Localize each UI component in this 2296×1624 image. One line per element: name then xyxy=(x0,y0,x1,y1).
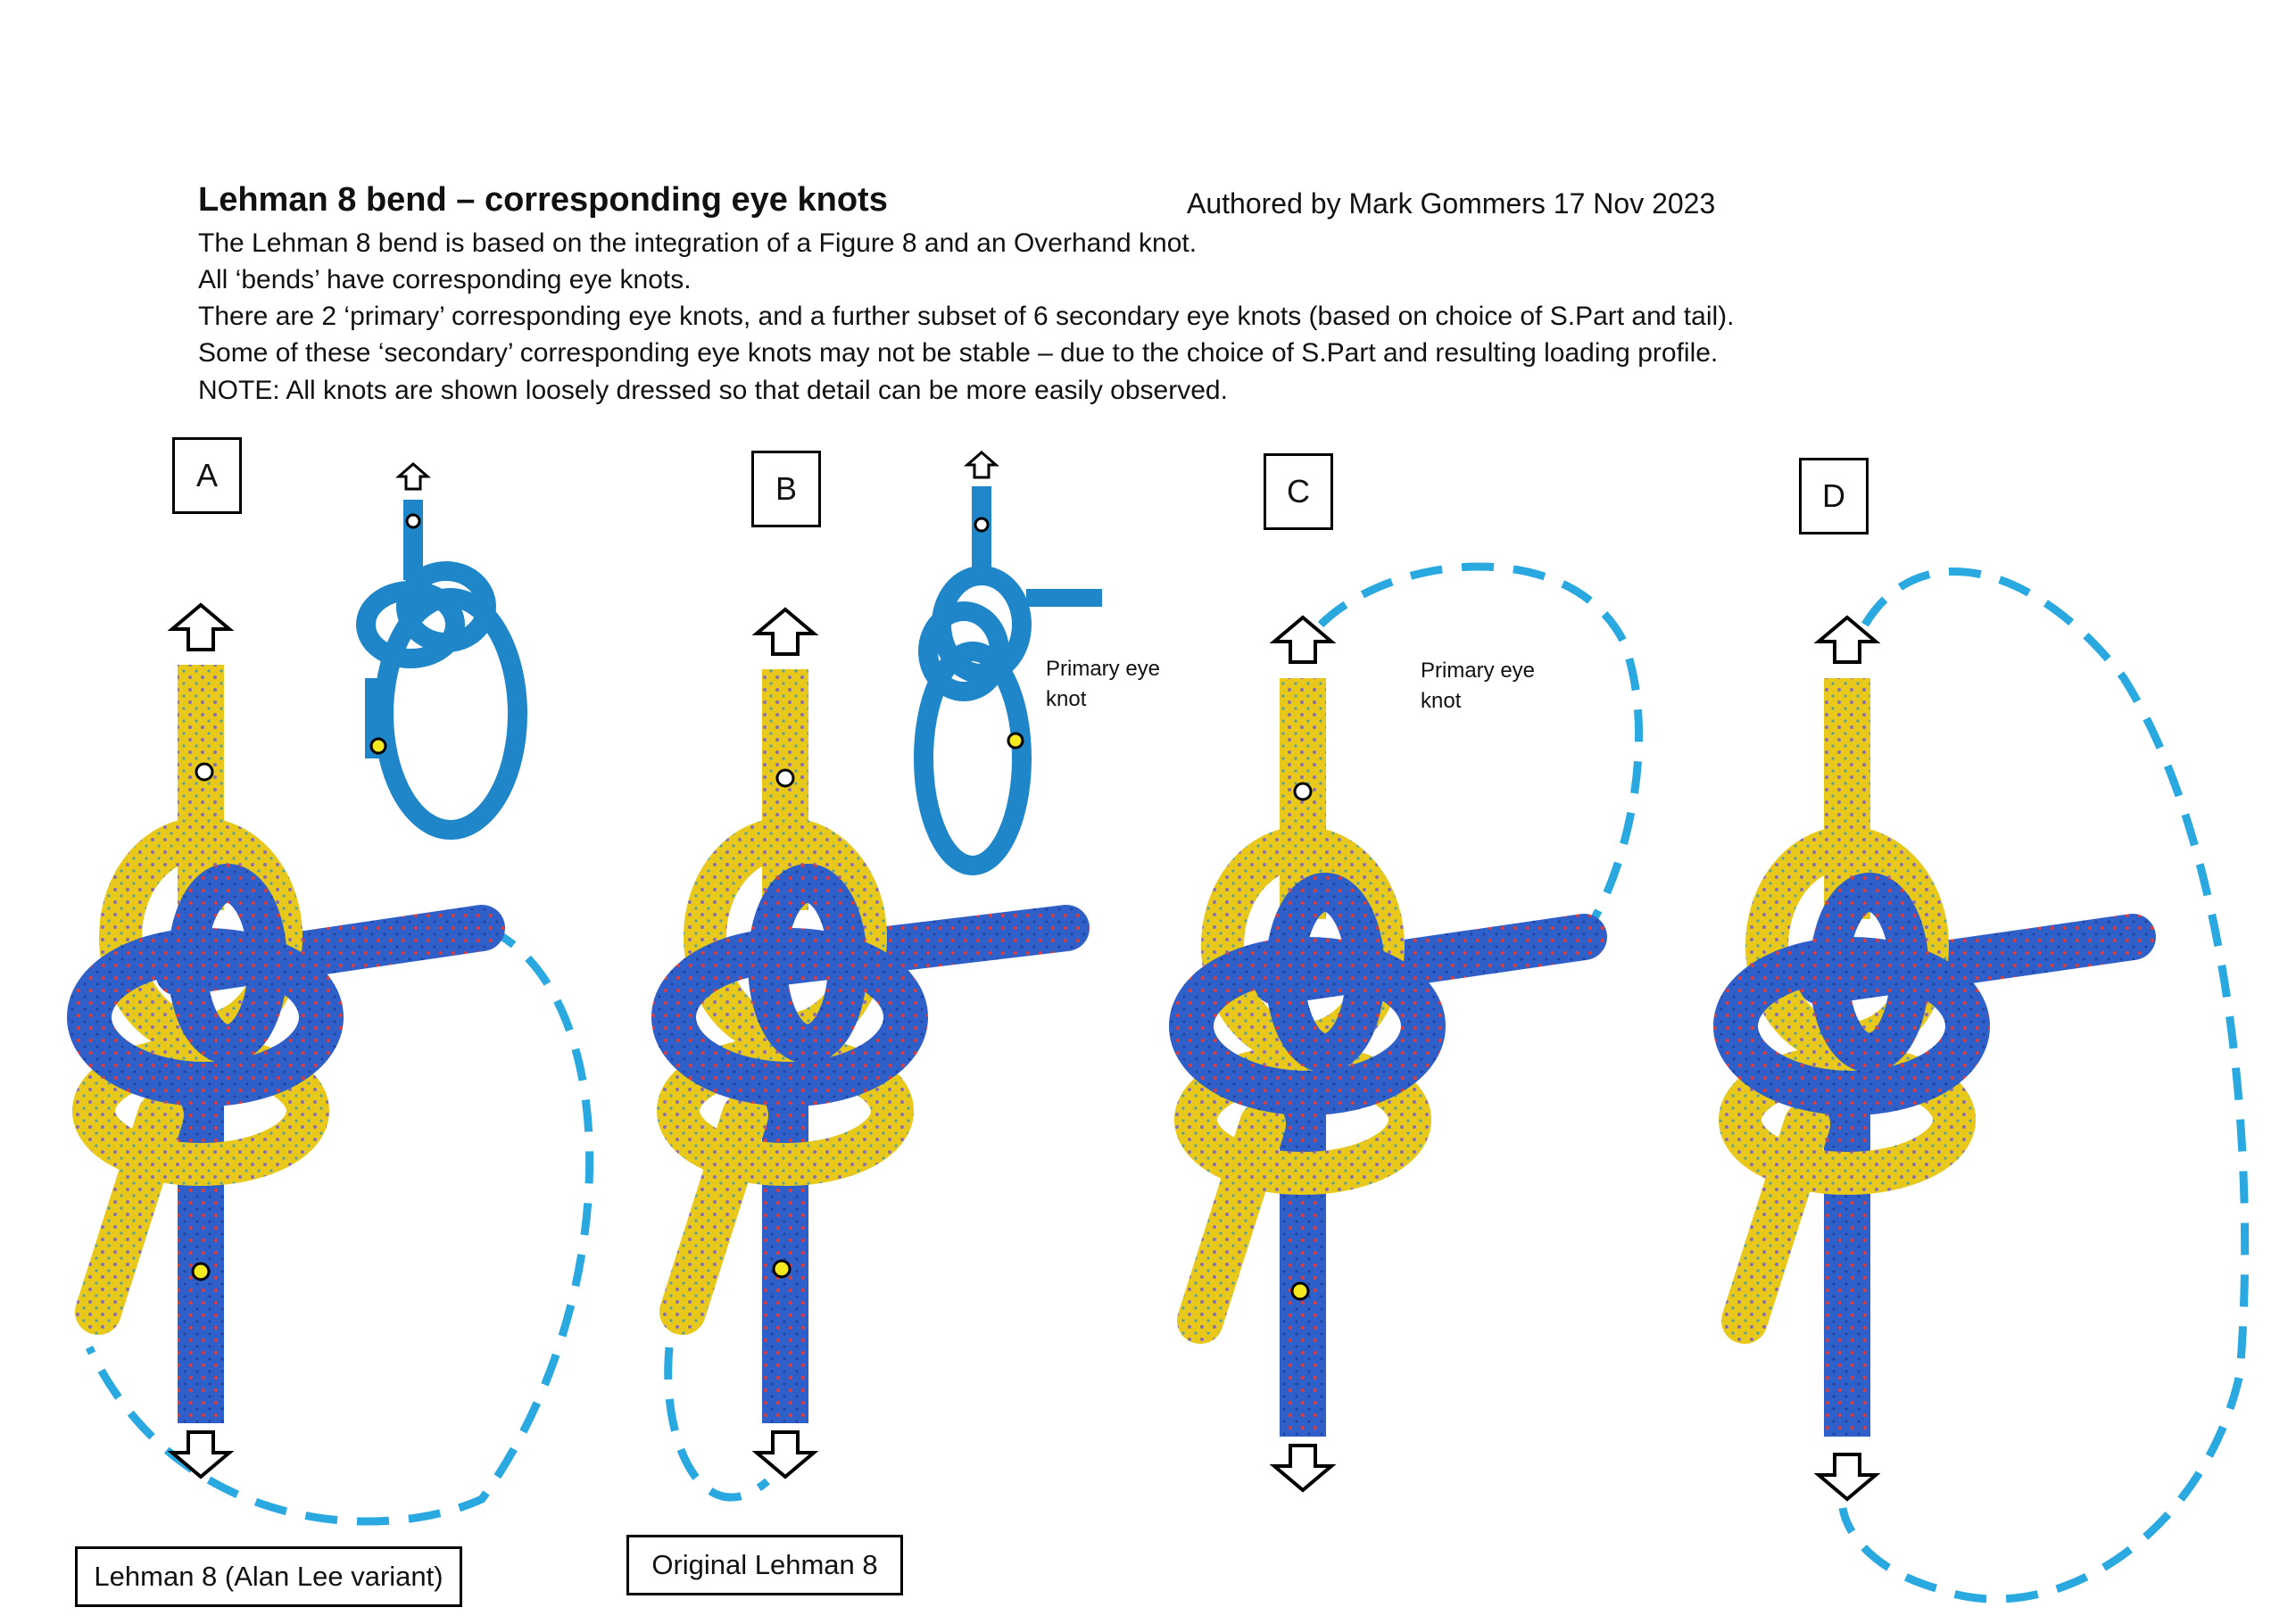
intro-line-4: Some of these ‘secondary’ corresponding … xyxy=(198,338,1719,368)
panel-b-knot xyxy=(651,451,1102,1502)
intro-line-3: There are 2 ‘primary’ corresponding eye … xyxy=(198,302,1735,331)
panel-d-label: D xyxy=(1799,458,1869,534)
panel-d-knot xyxy=(1713,568,2250,1603)
intro-line-2: All ‘bends’ have corresponding eye knots… xyxy=(198,265,692,294)
panel-b-caption: Original Lehman 8 xyxy=(626,1535,903,1595)
panel-a-label: A xyxy=(172,437,242,514)
intro-line-1: The Lehman 8 bend is based on the integr… xyxy=(198,228,1198,258)
panel-c-note: Primary eye knot xyxy=(1421,659,1536,713)
panel-b-label: B xyxy=(751,451,821,527)
panel-d-dashed-path xyxy=(1838,568,2250,1603)
panel-a-caption: Lehman 8 (Alan Lee variant) xyxy=(75,1546,462,1607)
panel-c-label: C xyxy=(1264,453,1333,530)
intro-line-5: NOTE: All knots are shown loosely dresse… xyxy=(198,376,1228,405)
author-credit: Authored by Mark Gommers 17 Nov 2023 xyxy=(1187,187,1716,220)
panel-b-note: Primary eye knot xyxy=(1046,657,1161,711)
panel-c-dashed-path xyxy=(1317,562,1643,931)
panel-a-knot xyxy=(67,462,594,1526)
panel-a-dashed-path xyxy=(85,924,594,1526)
panel-c-knot xyxy=(1169,562,1643,1493)
page-title: Lehman 8 bend – corresponding eye knots xyxy=(198,181,888,219)
panel-b-dashed-path xyxy=(664,1346,770,1502)
